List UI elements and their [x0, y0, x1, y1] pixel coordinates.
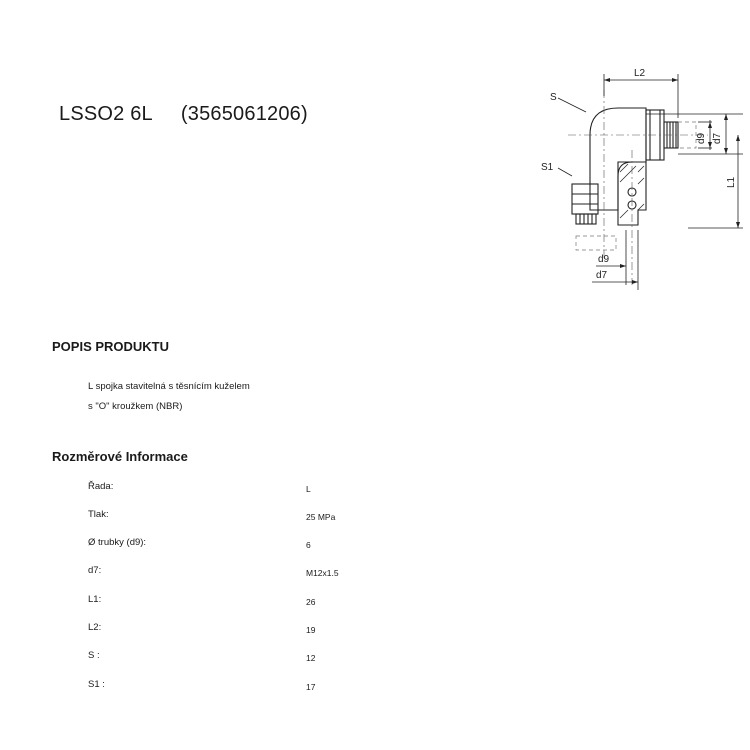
- label-d9-bottom: d9: [598, 254, 610, 265]
- label-s: S: [550, 92, 557, 103]
- description-line: L spojka stavitelná s těsnícím kuželem: [88, 381, 250, 392]
- dimension-value: 19: [306, 625, 316, 635]
- dimension-row-tlak: Tlak: 25 MPa: [0, 509, 750, 529]
- description-text: L spojka stavitelná s těsnícím kuželem s…: [88, 377, 250, 417]
- dimension-row-rada: Řada: L: [0, 481, 750, 501]
- dimension-label: S :: [88, 650, 100, 661]
- product-name: LSSO2 6L: [59, 103, 153, 125]
- dimension-row-d9: Ø trubky (d9): 6: [0, 537, 750, 557]
- product-title: LSSO2 6L (3565061206): [59, 103, 308, 126]
- dimension-value: M12x1.5: [306, 568, 339, 578]
- dimension-row-s1: S1 : 17: [0, 679, 750, 699]
- dimension-label: Tlak:: [88, 509, 109, 520]
- dimension-label: S1 :: [88, 679, 105, 690]
- dimension-label: L1:: [88, 594, 102, 605]
- description-line: s "O" kroužkem (NBR): [88, 401, 183, 412]
- label-s1: S1: [541, 162, 554, 173]
- label-d7-bottom: d7: [596, 270, 608, 281]
- description-heading: POPIS PRODUKTU: [52, 339, 170, 354]
- dimension-label: Řada:: [88, 481, 114, 492]
- dimension-row-s: S : 12: [0, 650, 750, 670]
- dimension-value: 12: [306, 653, 316, 663]
- label-d7-right: d7: [712, 132, 723, 144]
- dimension-value: 25 MPa: [306, 512, 336, 522]
- label-d9-right: d9: [696, 132, 707, 144]
- dimension-label: d7:: [88, 565, 102, 576]
- dimension-row-l2: L2: 19: [0, 622, 750, 642]
- label-l1: L1: [726, 176, 737, 188]
- dimension-row-d7: d7: M12x1.5: [0, 565, 750, 585]
- technical-drawing: L2 S S1 d9 d7 L1 d9 d7: [541, 68, 743, 290]
- label-l2: L2: [634, 68, 646, 79]
- dimension-value: 6: [306, 540, 311, 550]
- dimension-label: Ø trubky (d9):: [88, 537, 147, 548]
- product-code: (3565061206): [180, 103, 308, 125]
- dimension-label: L2:: [88, 622, 102, 633]
- dimensions-heading: Rozměrové Informace: [52, 449, 188, 464]
- dimension-value: L: [306, 484, 311, 494]
- dimension-value: 17: [306, 682, 316, 692]
- dimension-row-l1: L1: 26: [0, 594, 750, 614]
- dimension-value: 26: [306, 597, 316, 607]
